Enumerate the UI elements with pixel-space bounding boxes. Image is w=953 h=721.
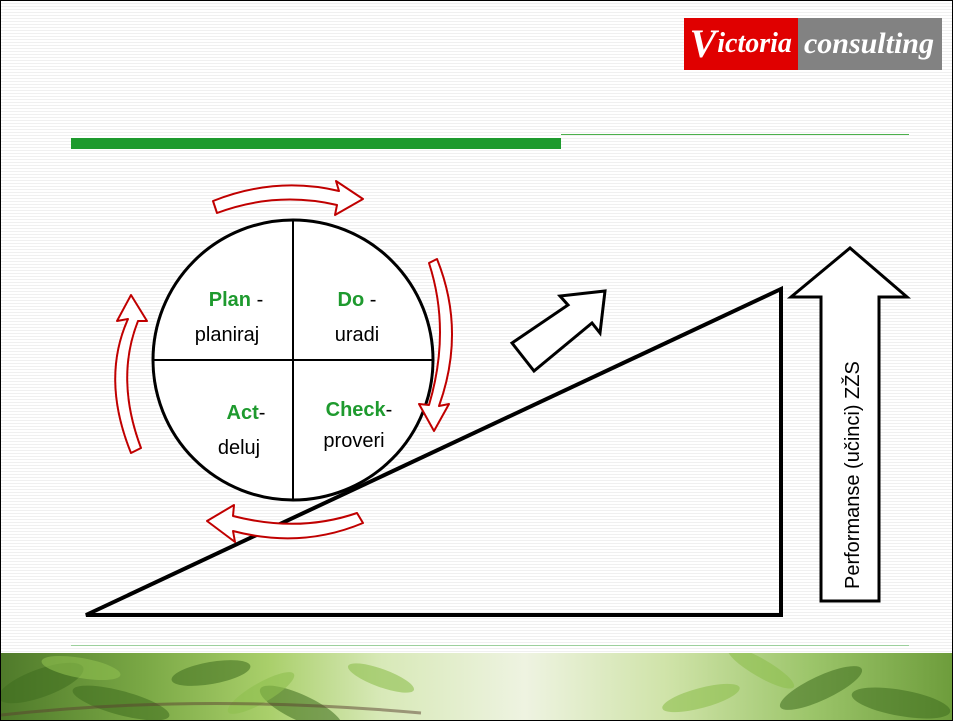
act-label: Act- bbox=[227, 402, 266, 424]
plan-suffix: - bbox=[251, 289, 263, 311]
logo-consulting: consulting bbox=[797, 18, 942, 70]
title-rule-thick bbox=[71, 138, 561, 149]
act-suffix: - bbox=[259, 402, 266, 424]
progress-direction-arrow bbox=[509, 289, 607, 374]
plan-label: Plan - bbox=[209, 289, 263, 311]
cycle-arrow-top bbox=[212, 180, 364, 216]
logo-victoria-rest: ictoria bbox=[717, 28, 792, 59]
improvement-slope-triangle bbox=[85, 285, 783, 617]
cycle-arrow-left bbox=[114, 294, 148, 454]
do-sub: uradi bbox=[335, 324, 379, 346]
check-label: Check- bbox=[326, 399, 393, 421]
logo-initial: V bbox=[689, 21, 717, 66]
cycle-arrow-bottom bbox=[206, 504, 364, 543]
do-suffix: - bbox=[364, 289, 376, 311]
plan-sub: planiraj bbox=[195, 324, 259, 346]
foliage-footer-image bbox=[1, 653, 952, 720]
footer-rule bbox=[71, 645, 909, 646]
check-sub: proveri bbox=[323, 430, 384, 452]
check-suffix: - bbox=[386, 399, 393, 421]
act-sub: deluj bbox=[218, 437, 260, 459]
foliage-leaves bbox=[1, 653, 951, 720]
act-title: Act bbox=[227, 402, 260, 424]
do-title: Do bbox=[338, 289, 365, 311]
cycle-arrow-right bbox=[418, 258, 453, 432]
performance-label: Performanse (učinci) ZŽS bbox=[841, 361, 864, 589]
do-label: Do - bbox=[338, 289, 377, 311]
plan-title: Plan bbox=[209, 289, 251, 311]
performance-up-arrow bbox=[786, 246, 912, 603]
check-title: Check bbox=[326, 399, 387, 421]
title-rule-thin bbox=[561, 134, 909, 135]
